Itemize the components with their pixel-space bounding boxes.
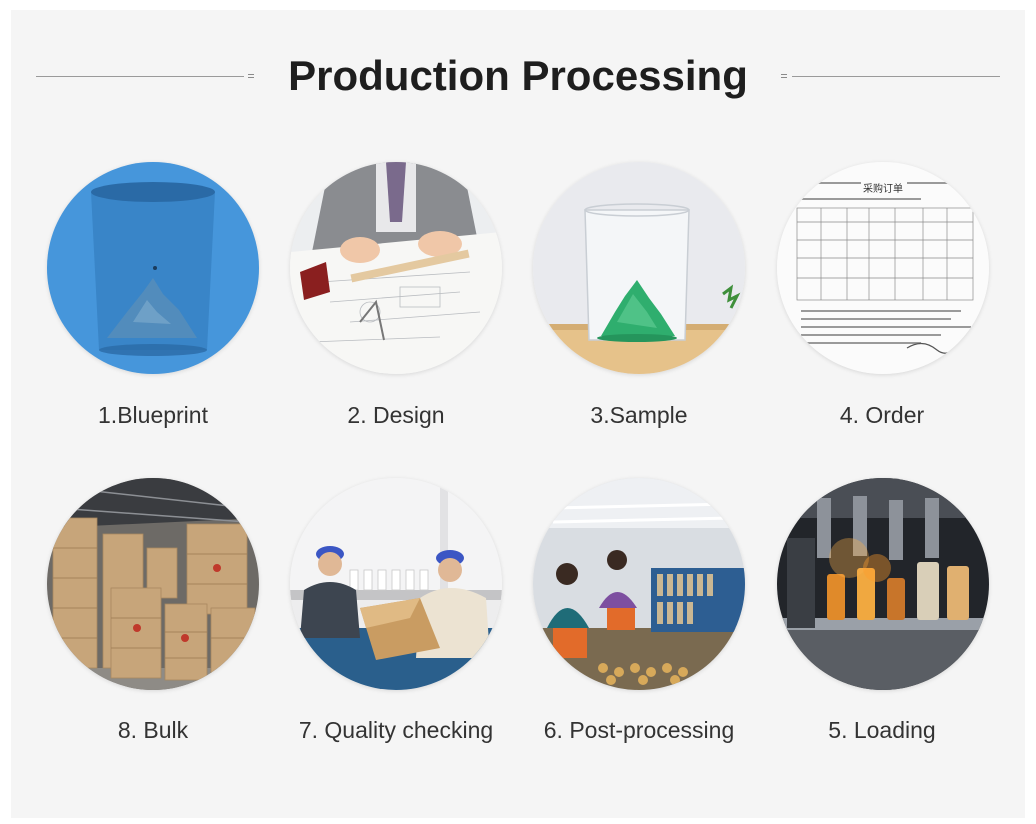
step-label-post: 6. Post-processing bbox=[543, 717, 735, 743]
bulk-warehouse-photo bbox=[47, 478, 259, 690]
title-rule-right bbox=[792, 76, 1000, 77]
page-title: Production Processing bbox=[288, 52, 748, 99]
sample-image bbox=[533, 162, 745, 374]
quality-checking-photo bbox=[290, 478, 502, 690]
step-label-quality: 7. Quality checking bbox=[298, 717, 494, 743]
title-rule-ornament-right bbox=[781, 72, 787, 80]
sample-photo bbox=[533, 162, 745, 374]
step-label-sample: 3.Sample bbox=[590, 402, 688, 428]
title-rule-left bbox=[36, 76, 244, 77]
quality-image bbox=[290, 478, 502, 690]
post-image bbox=[533, 478, 745, 690]
post-processing-photo bbox=[533, 478, 745, 690]
loading-machine-photo bbox=[777, 478, 989, 690]
order-doc-heading: 采购订单 bbox=[863, 182, 903, 195]
loading-image bbox=[777, 478, 989, 690]
order-document-photo: 采购订单 bbox=[777, 162, 989, 374]
blueprint-image bbox=[47, 162, 259, 374]
step-label-blueprint: 1.Blueprint bbox=[98, 402, 208, 428]
title-rule-ornament-left bbox=[248, 72, 254, 80]
step-label-order: 4. Order bbox=[839, 402, 925, 428]
design-image bbox=[290, 162, 502, 374]
bulk-image bbox=[47, 478, 259, 690]
step-label-design: 2. Design bbox=[347, 402, 445, 428]
order-image: 采购订单 bbox=[777, 162, 989, 374]
step-label-bulk: 8. Bulk bbox=[117, 717, 189, 743]
blueprint-illustration bbox=[47, 162, 259, 374]
step-label-loading: 5. Loading bbox=[828, 717, 936, 743]
design-photo bbox=[290, 162, 502, 374]
